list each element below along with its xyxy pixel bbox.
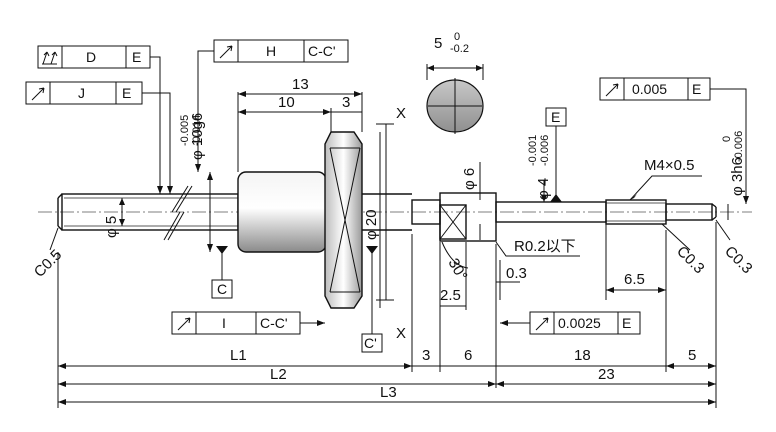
frame-d-datum: E: [132, 49, 141, 65]
dim-b18: 18: [574, 347, 591, 364]
frame-i: I C-C': [171, 311, 301, 335]
dim-b23: 23: [598, 366, 615, 383]
frame-d: D E: [37, 45, 151, 69]
dim-flat-tol-lower: -0.2: [450, 43, 469, 55]
dim-r02: R0.2以下: [514, 238, 576, 255]
dim-l2: L2: [270, 366, 287, 383]
dim-dia4-tol-upper: -0.001: [527, 135, 539, 166]
dim-dia4: φ 4: [535, 178, 552, 200]
dim-dia4-tol-lower: -0.006: [539, 135, 551, 166]
dim-3-top: 3: [342, 94, 350, 111]
section-x-bottom: X: [396, 325, 406, 342]
frame-i-tolerance: I: [222, 315, 226, 331]
dim-l3: L3: [380, 384, 397, 401]
dim-dia3: φ 3h6: [729, 157, 746, 196]
datum-c: C: [217, 281, 227, 297]
frame-e-right-datum: E: [692, 81, 701, 97]
dim-thread: M4×0.5: [644, 157, 694, 174]
dim-c05: C0.5: [31, 246, 65, 280]
frame-h-tolerance: H: [266, 43, 276, 59]
dim-25: 2.5: [440, 287, 461, 304]
dim-dia3-tol-upper: 0: [721, 136, 733, 142]
frame-e-right-tolerance: 0.005: [632, 81, 667, 97]
runout-icon: [177, 317, 191, 331]
ball-nut-body: [237, 171, 327, 253]
datum-c-prime: C': [364, 335, 377, 351]
dim-65: 6.5: [624, 271, 645, 288]
dim-flat-tol-upper: 0: [454, 31, 460, 43]
dim-b3: 3: [422, 347, 430, 364]
dim-dia10-tol-upper: -0.005: [179, 115, 191, 146]
frame-e-right: 0.005 E: [599, 77, 711, 101]
end-view-section: [426, 64, 484, 134]
frame-e-lower-datum: E: [622, 315, 631, 331]
dim-dia6: φ 6: [461, 168, 478, 190]
dim-dia20: φ 20: [363, 209, 380, 240]
frame-h-datum: C-C': [308, 43, 336, 59]
frame-j-datum: E: [122, 85, 131, 101]
dim-c03-a: C0.3: [673, 243, 707, 277]
runout-icon: [219, 45, 233, 59]
frame-d-tolerance: D: [86, 49, 96, 65]
frame-j-tolerance: J: [78, 85, 85, 101]
dim-c03-b: C0.3: [721, 243, 755, 277]
dim-10: 10: [278, 94, 295, 111]
dim-b6: 6: [464, 347, 472, 364]
runout-icon: [605, 83, 619, 97]
runout-icon: [31, 87, 45, 101]
datum-e: E: [551, 109, 560, 125]
dim-l1: L1: [230, 347, 247, 364]
shaft: [57, 185, 717, 242]
dim-13: 13: [292, 76, 309, 93]
frame-e-lower: 0.0025 E: [529, 311, 641, 335]
dim-dia5: φ 5: [103, 216, 120, 238]
dim-angle30: 30°: [445, 256, 471, 284]
dim-flat-5: 5: [434, 35, 442, 52]
frame-h: H C-C': [213, 39, 349, 63]
frame-i-datum: C-C': [260, 315, 288, 331]
dim-dia10-tol-lower: -0.014: [191, 115, 203, 146]
dim-dia10: φ 10g6: [189, 113, 206, 160]
runout-icon: [535, 317, 549, 331]
dim-03: 0.3: [506, 265, 527, 282]
dim-b5: 5: [688, 347, 696, 364]
dim-dia3-tol-lower: -0.006: [733, 131, 745, 162]
section-x-top: X: [396, 105, 406, 122]
frame-j: J E: [25, 81, 143, 105]
frame-e-lower-tolerance: 0.0025: [558, 315, 601, 331]
ball-nut-flange: [324, 131, 363, 309]
total-runout-icon: [42, 51, 58, 65]
